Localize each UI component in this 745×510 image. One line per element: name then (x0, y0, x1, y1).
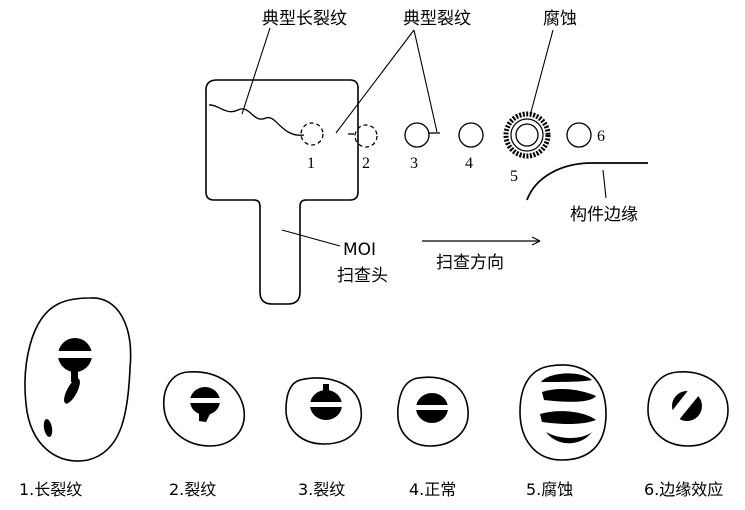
leader-crack-a (335, 29, 415, 134)
result-label-normal: 4.正常 (409, 480, 456, 499)
probe-label-head: 扫查头 (337, 266, 388, 286)
result-image-long-crack (24, 297, 132, 462)
member-edge-label: 构件边缘 (570, 205, 638, 225)
result-label-long-crack: 1.长裂纹 (19, 480, 82, 499)
corrosion-ring (503, 111, 551, 159)
result-label-corrosion: 5.腐蚀 (526, 480, 573, 499)
result-image-corrosion (519, 364, 607, 461)
result-image-edge-effect (647, 371, 729, 447)
result-image-normal (397, 376, 469, 447)
position-label-2: 2 (362, 155, 370, 172)
position-label-4: 4 (465, 155, 473, 172)
crack-label: 典型裂纹 (403, 9, 471, 29)
position-label-5: 5 (510, 168, 518, 185)
leader-crack-b (413, 29, 438, 133)
long-crack-line (208, 104, 305, 136)
corrosion-label: 腐蚀 (543, 9, 577, 29)
member-edge-line (526, 162, 648, 201)
leader-corrosion (530, 29, 554, 113)
result-image-crack-2 (163, 371, 246, 447)
probe-label-moi: MOI (343, 240, 376, 260)
leader-edge (602, 169, 607, 199)
position-label-3: 3 (410, 155, 418, 172)
result-label-crack-2: 2.裂纹 (169, 480, 216, 499)
position-label-6: 6 (597, 128, 605, 145)
long-crack-label: 典型长裂纹 (262, 9, 347, 29)
scan-positions (300, 111, 592, 159)
scan-direction-label: 扫查方向 (436, 253, 504, 273)
moi-probe (205, 79, 359, 305)
scan-direction-arrow (422, 236, 541, 246)
result-image-crack-3 (285, 377, 363, 445)
result-label-crack-3: 3.裂纹 (298, 480, 345, 499)
leader-long-crack (241, 27, 271, 115)
position-label-1: 1 (307, 155, 315, 172)
leader-probe (281, 229, 341, 247)
result-label-edge-effect: 6.边缘效应 (644, 480, 723, 499)
